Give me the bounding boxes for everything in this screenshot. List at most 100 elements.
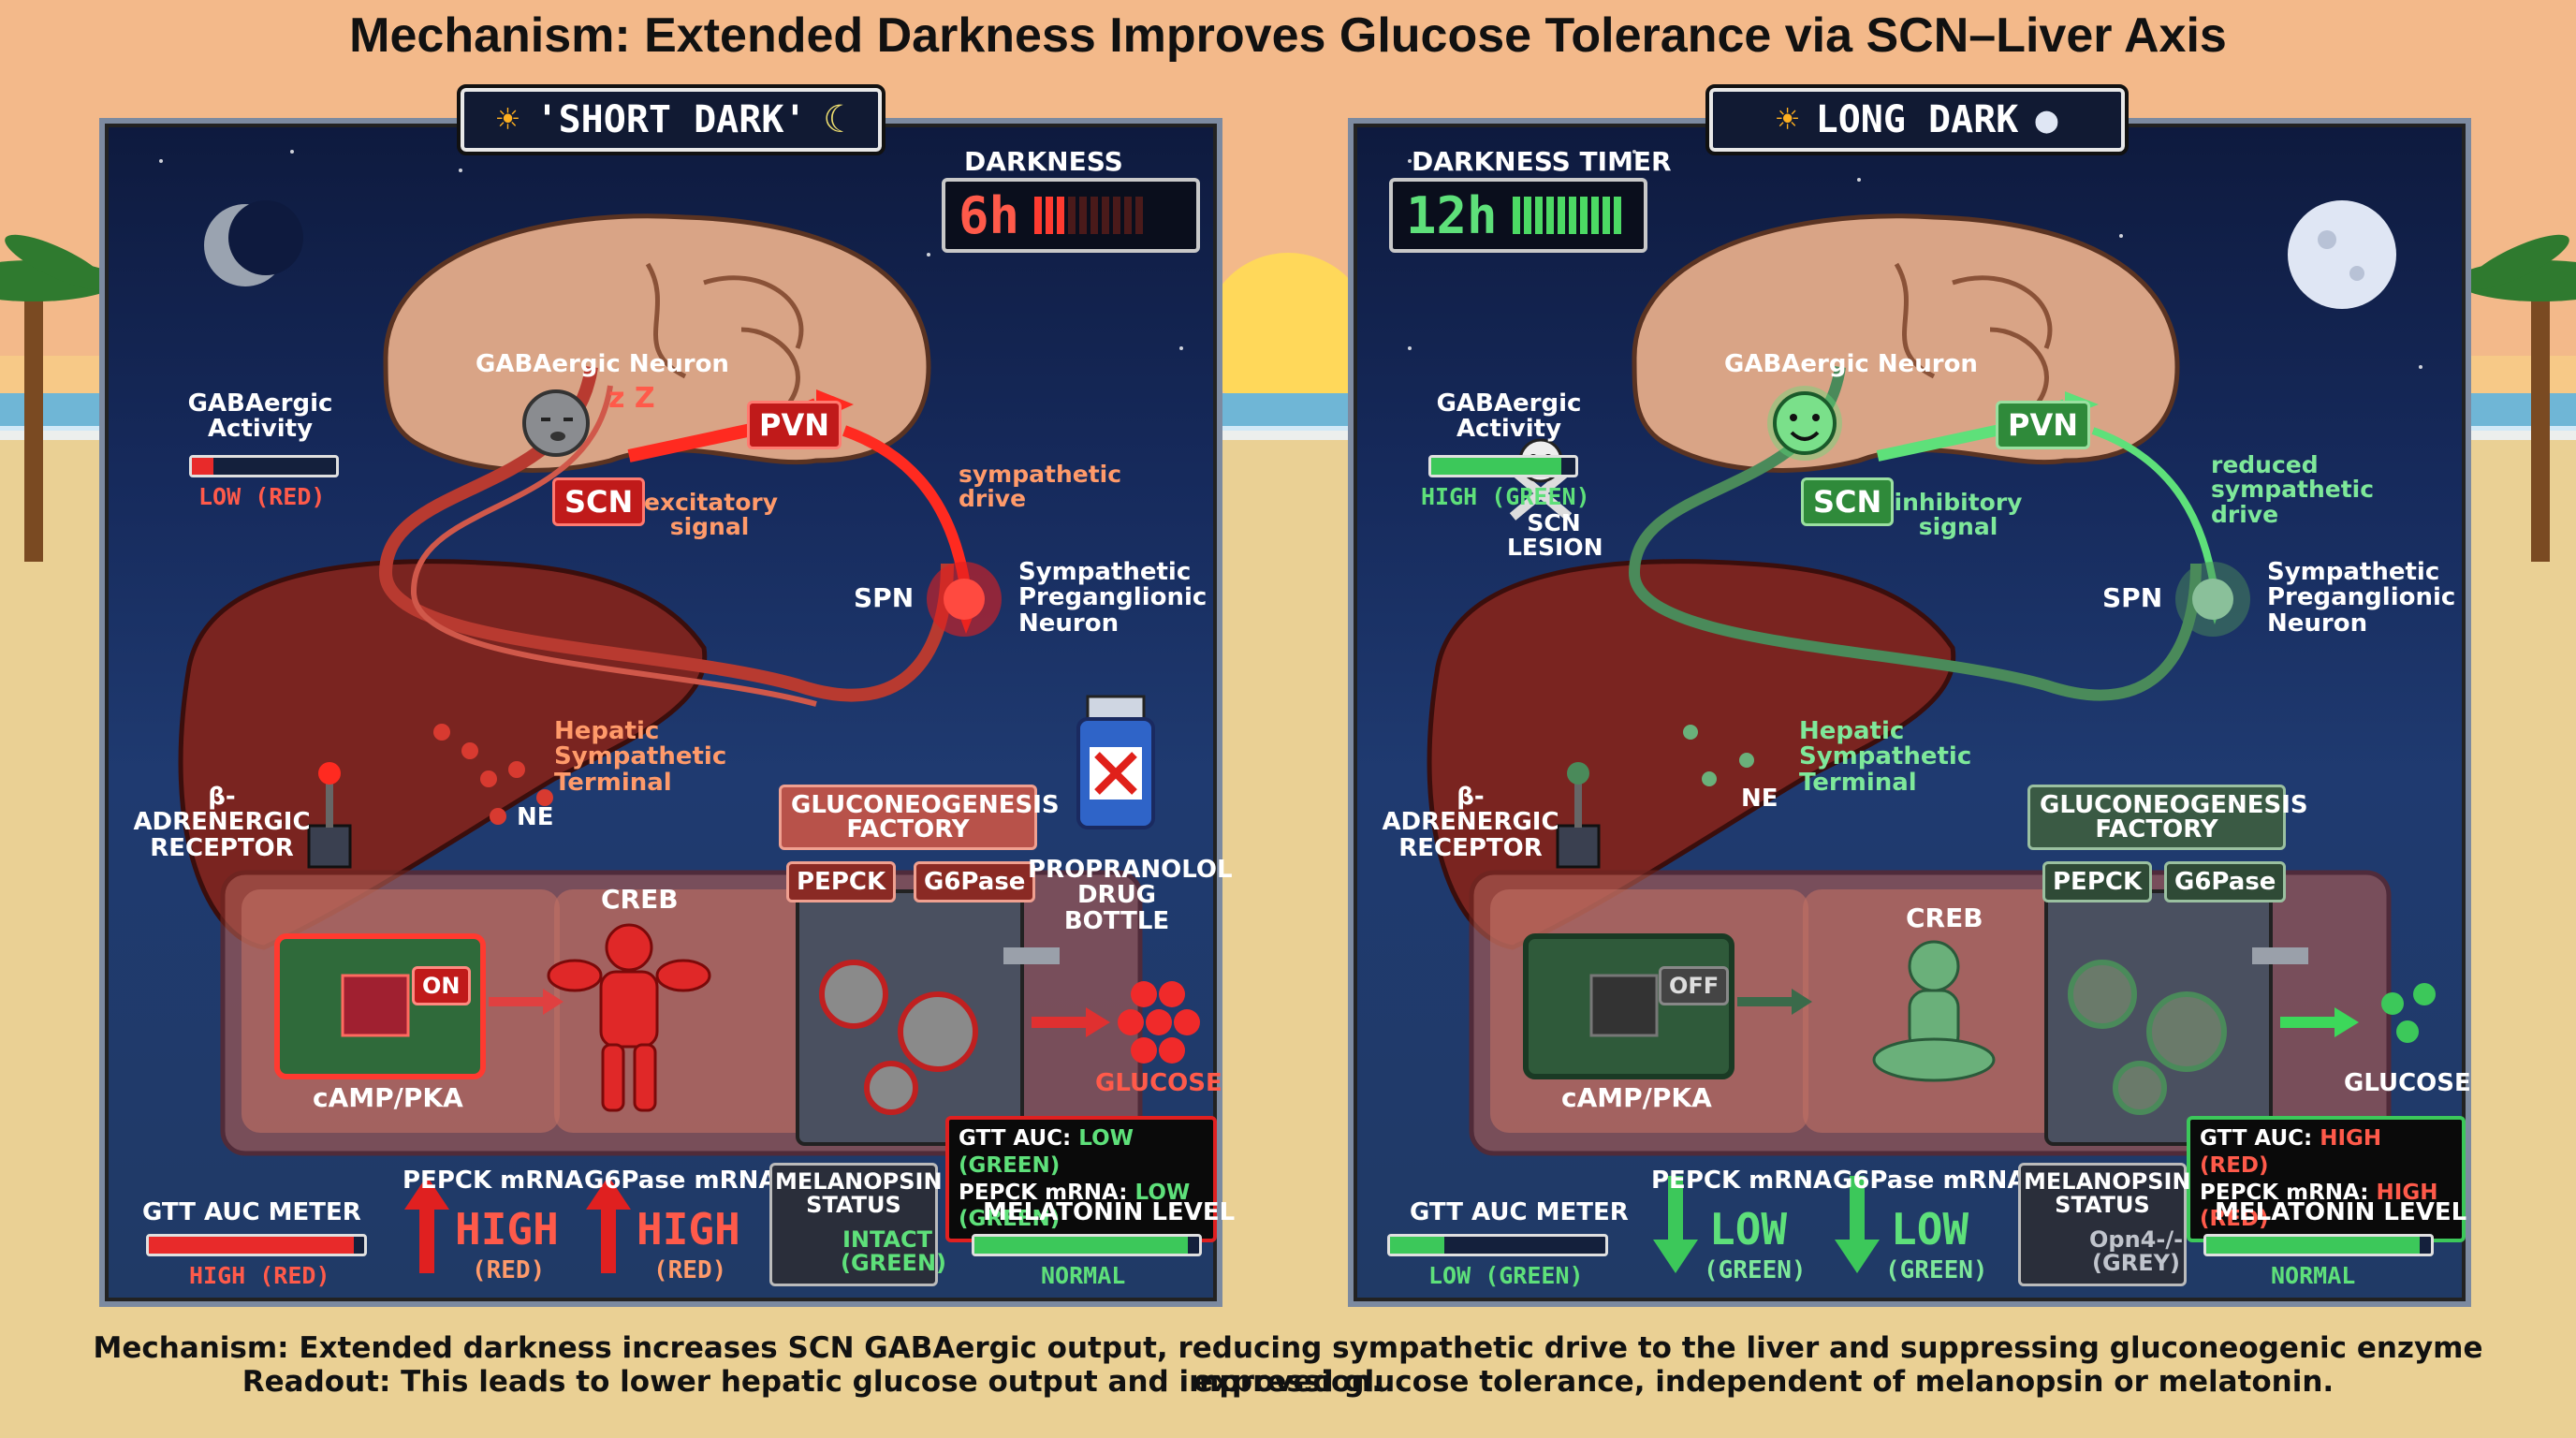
scn-lesion-label: SCN LESION [1507, 509, 1603, 562]
chip-state-tag: ON [412, 966, 471, 1005]
creb-meditating-icon [1872, 940, 1996, 1082]
scn-node: SCN [552, 477, 646, 526]
timer-bar-segment [1590, 197, 1599, 234]
gaba-activity-label: GABAergic Activity [187, 389, 333, 444]
melatonin-meter [972, 1234, 1202, 1256]
melanopsin-status-label: MELANOPSIN STATUS [775, 1168, 943, 1219]
gtt-auc-fill [149, 1237, 354, 1254]
crescent-moon-icon [204, 200, 303, 286]
g6pase-mrna-sub: (RED) [653, 1256, 727, 1284]
g6pase-enzyme-tag: G6Pase [914, 861, 1036, 902]
timer-bar-segment [1568, 197, 1576, 234]
timer-bar-segment [1523, 197, 1531, 234]
panel-title-tag: ☀ LONG DARK ● [1705, 84, 2129, 155]
gtt-readout-box: GTT AUC: HIGH (RED) PEPCK mRNA: HIGH (RE… [2187, 1116, 2466, 1242]
panel-short-dark: ☀ 'SHORT DARK' ☾ DARKNESS TIMER 6h GABAe… [99, 84, 1235, 1307]
readout-gtt-value: HIGH (RED) [2200, 1126, 2382, 1178]
timer-label: DARKNESS TIMER [1412, 146, 1672, 177]
darkness-timer: 12h [1389, 178, 1647, 253]
timer-bar-segment [1034, 197, 1043, 234]
melatonin-state: NORMAL [1041, 1262, 1126, 1289]
panel-long-dark: ☀ LONG DARK ● DARKNESS TIMER 12h GABAerg… [1348, 84, 2471, 1307]
hepatic-terminal-label: Hepatic Sympathetic Terminal [554, 717, 727, 797]
timer-bar-segment [1557, 197, 1565, 234]
gaba-activity-meter [189, 455, 339, 477]
gaba-activity-state: LOW (RED) [198, 483, 326, 510]
melatonin-label: MELATONIN LEVEL [983, 1198, 1236, 1226]
timer-bar-segment [1079, 197, 1088, 234]
camp-pka-chip-icon [1523, 933, 1734, 1079]
readout-pepck-value: LOW (GREEN) [959, 1180, 1191, 1232]
spn-full-label: Sympathetic Preganglionic Neuron [1018, 558, 1208, 638]
timer-bar-segment [1102, 197, 1110, 234]
g6pase-mrna-label: G6Pase mRNA [584, 1167, 778, 1195]
timer-bar-segment [1057, 197, 1065, 234]
timer-bar-gauge [1034, 197, 1144, 234]
creb-label: CREB [1906, 902, 1983, 933]
palm-tree-right [2456, 234, 2576, 562]
gtt-meter-state: HIGH (RED) [189, 1262, 330, 1289]
gtt-meter-label: GTT AUC METER [1410, 1198, 1629, 1226]
glucose-label: GLUCOSE [1095, 1069, 1222, 1097]
beta-receptor-icon [307, 762, 352, 869]
gaba-activity-state: HIGH (GREEN) [1421, 483, 1590, 510]
panel-title-tag: ☀ 'SHORT DARK' ☾ [457, 84, 886, 155]
gaba-neuron-label: GABAergic Neuron [476, 350, 729, 378]
pepck-up-arrow-icon [404, 1176, 449, 1273]
darkness-timer: 6h [942, 178, 1200, 253]
gaba-neuron-label: GABAergic Neuron [1724, 350, 1978, 378]
pepck-mrna-sub: (RED) [472, 1256, 546, 1284]
pepck-enzyme-tag: PEPCK [2042, 861, 2153, 902]
gaba-activity-fill [192, 458, 214, 475]
gaba-activity-meter [1428, 455, 1578, 477]
pepck-mrna-label: PEPCK mRNA [402, 1167, 584, 1195]
gtt-auc-meter [146, 1234, 367, 1256]
melatonin-fill [974, 1237, 1188, 1254]
scn-node: SCN [1801, 477, 1895, 526]
panel-title: LONG DARK [1815, 98, 2019, 141]
melanopsin-status-box [769, 1163, 938, 1286]
timer-bar-segment [1512, 197, 1520, 234]
g6pase-down-arrow-icon [1835, 1176, 1880, 1273]
page-title: Mechanism: Extended Darkness Improves Gl… [349, 8, 2227, 63]
signal-label: excitatory signal [644, 489, 779, 541]
g6pase-mrna-value: HIGH [637, 1204, 740, 1255]
gtt-meter-label: GTT AUC METER [142, 1198, 361, 1226]
timer-bar-segment [1124, 197, 1133, 234]
pepck-mrna-value: LOW [1709, 1204, 1788, 1255]
melatonin-fill [2206, 1237, 2420, 1254]
gtt-meter-state: LOW (GREEN) [1428, 1262, 1584, 1289]
panel-title: 'SHORT DARK' [535, 98, 807, 141]
pepck-mrna-sub: (GREEN) [1704, 1256, 1807, 1284]
timer-bar-segment [1613, 197, 1621, 234]
readout-gtt-key: GTT AUC: [2200, 1126, 2313, 1151]
drive-label: reduced sympathetic drive [2211, 451, 2375, 528]
melanopsin-status-box [2018, 1163, 2187, 1286]
timer-value: 6h [959, 185, 1020, 245]
camp-pka-chip-icon [274, 933, 486, 1079]
hepatic-terminal-label: Hepatic Sympathetic Terminal [1799, 717, 1972, 797]
beta-receptor-icon [1556, 762, 1601, 869]
readout-pepck-key: PEPCK mRNA: [2200, 1180, 2369, 1205]
pvn-node: PVN [747, 401, 842, 449]
gaba-activity-label: GABAergic Activity [1436, 389, 1582, 444]
spn-neuron-icon [2175, 562, 2250, 637]
pepck-down-arrow-icon [1653, 1176, 1698, 1273]
melanopsin-status-value: Opn4-/- (GREY) [2089, 1226, 2184, 1277]
gluconeogenesis-factory-icon [796, 889, 1060, 1146]
creb-strongman-icon [547, 923, 711, 1112]
propranolol-bottle-icon [1076, 695, 1155, 829]
gtt-auc-fill [1390, 1237, 1444, 1254]
readout-gtt-key: GTT AUC: [959, 1126, 1072, 1151]
gaba-activity-fill [1431, 458, 1561, 475]
moon-icon: ☾ [823, 98, 846, 141]
sun-icon: ☀ [1776, 98, 1799, 141]
sun-icon: ☀ [496, 98, 520, 141]
drive-label: sympathetic drive [959, 461, 1122, 513]
spn-neuron-icon [927, 562, 1002, 637]
receptor-label: β-ADRENERGIC RECEPTOR [133, 783, 311, 862]
receptor-label: β-ADRENERGIC RECEPTOR [1382, 783, 1559, 862]
readout-gtt-value: LOW (GREEN) [959, 1126, 1134, 1178]
drug-label: PROPRANOLOL DRUG BOTTLE [1028, 856, 1233, 935]
gtt-readout-box: GTT AUC: LOW (GREEN) PEPCK mRNA: LOW (GR… [945, 1116, 1217, 1242]
